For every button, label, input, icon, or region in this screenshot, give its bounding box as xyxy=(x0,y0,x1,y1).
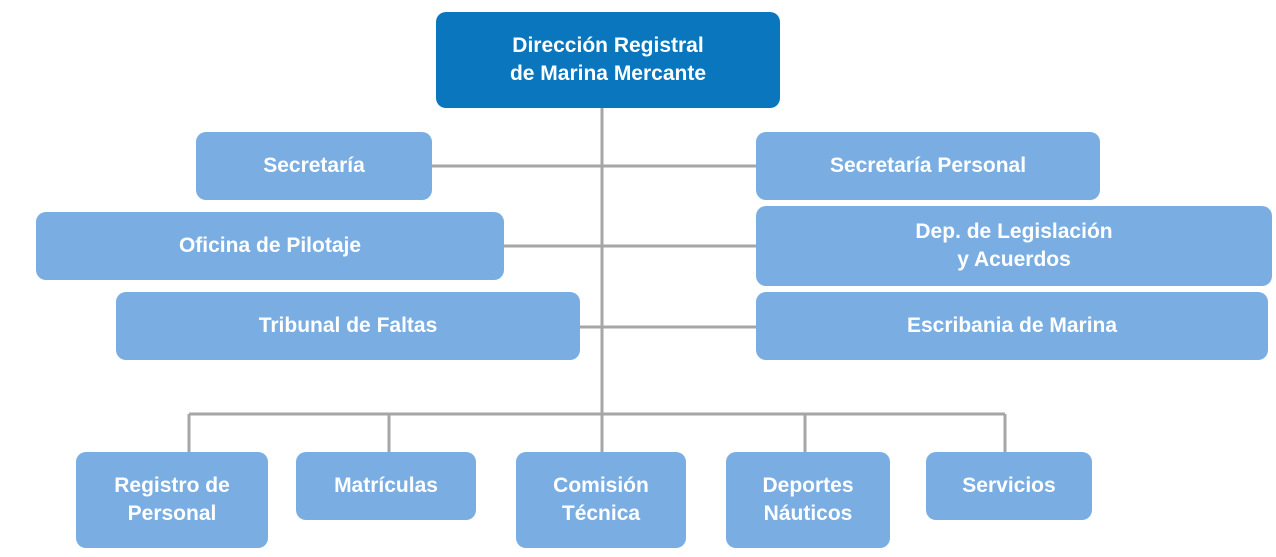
registro-personal-box: Registro de Personal xyxy=(76,452,268,548)
matriculas-box: Matrículas xyxy=(296,452,476,520)
comision-tecnica-box: Comisión Técnica xyxy=(516,452,686,548)
oficina-pilotaje-box: Oficina de Pilotaje xyxy=(36,212,504,280)
tribunal-faltas-box: Tribunal de Faltas xyxy=(116,292,580,360)
secretaria-box: Secretaría xyxy=(196,132,432,200)
servicios-box: Servicios xyxy=(926,452,1092,520)
dep-legislacion-box: Dep. de Legislación y Acuerdos xyxy=(756,206,1272,286)
deportes-nauticos-box: Deportes Náuticos xyxy=(726,452,890,548)
escribania-marina-box: Escribania de Marina xyxy=(756,292,1268,360)
secretaria-personal-box: Secretaría Personal xyxy=(756,132,1100,200)
head-office-box: Dirección Registral de Marina Mercante xyxy=(436,12,780,108)
